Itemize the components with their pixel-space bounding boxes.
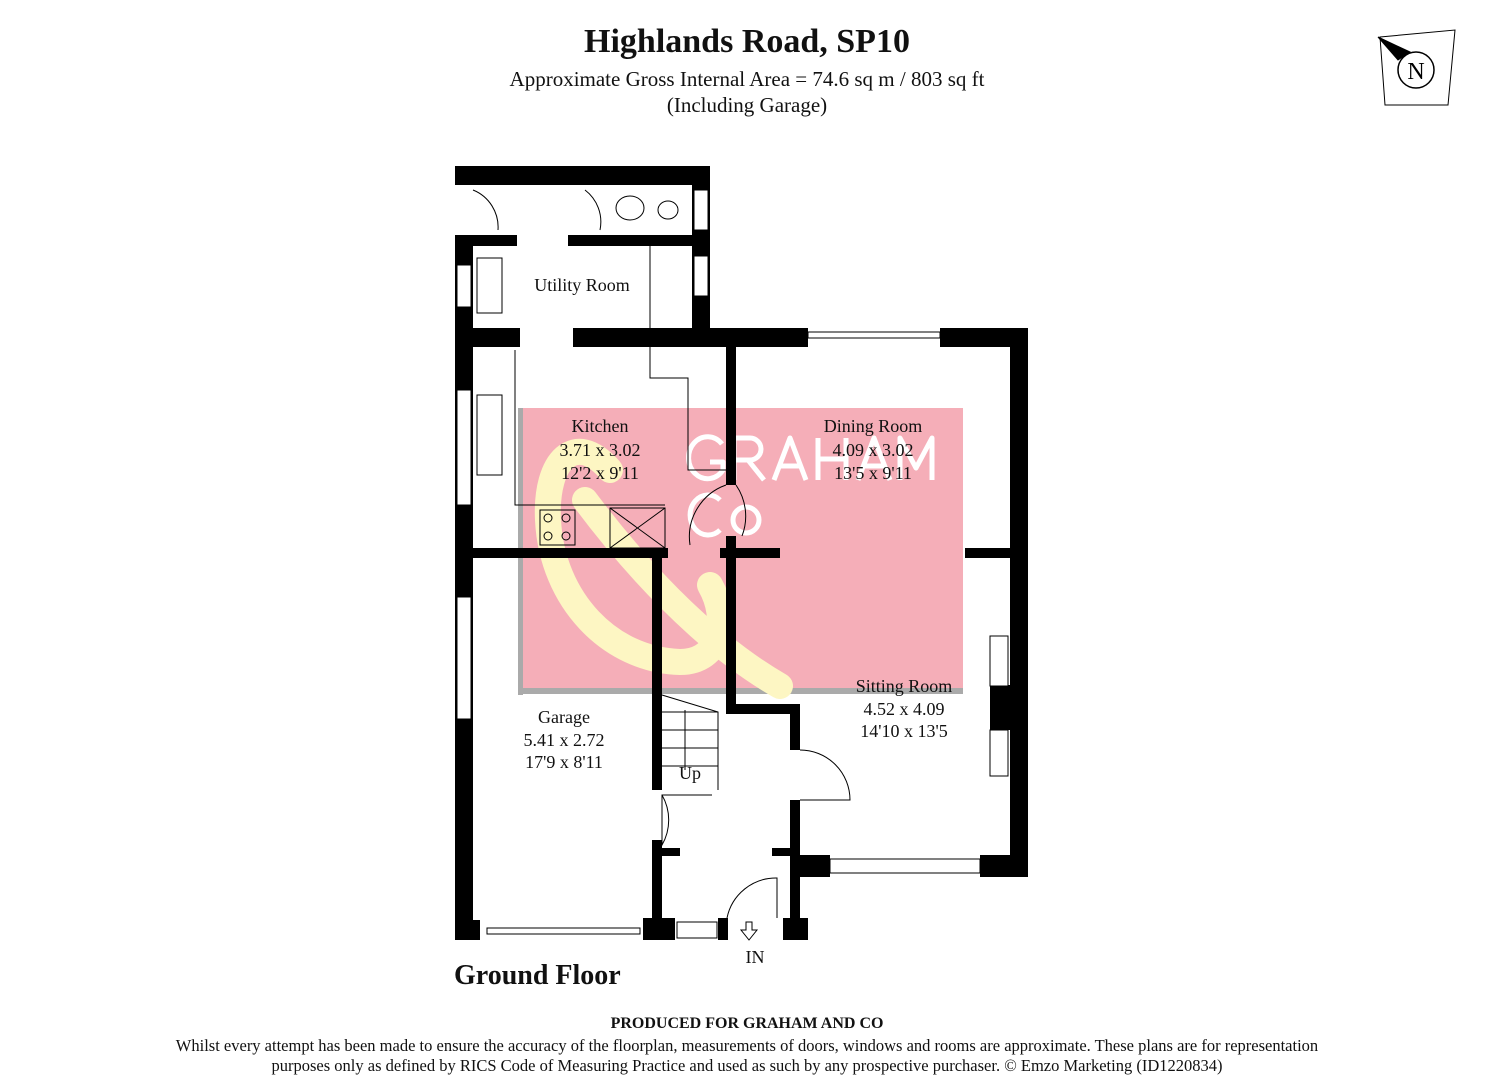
room-utility-name: Utility Room	[534, 275, 630, 295]
room-sitting-name: Sitting Room	[856, 676, 953, 696]
basin-icon	[615, 195, 645, 221]
watermark-co	[687, 492, 762, 538]
area-note: (Including Garage)	[666, 93, 828, 117]
watermark	[518, 408, 963, 699]
room-dining-name: Dining Room	[824, 416, 923, 436]
room-dining-metric: 4.09 x 3.02	[833, 440, 914, 460]
room-kitchen-imperial: 12'2 x 9'11	[561, 463, 639, 483]
room-dining-imperial: 13'5 x 9'11	[834, 463, 912, 483]
north-compass-icon: N	[1377, 29, 1456, 106]
watermark-ampersand	[534, 438, 793, 699]
room-sitting-imperial: 14'10 x 13'5	[860, 721, 948, 741]
entrance-label: IN	[746, 947, 765, 967]
toilet-icon	[657, 200, 679, 220]
room-garage-name: Garage	[538, 707, 590, 727]
windows	[456, 189, 1009, 939]
hob-icon	[539, 509, 576, 546]
fixtures	[472, 189, 851, 941]
room-garage-metric: 5.41 x 2.72	[524, 730, 605, 750]
room-kitchen-metric: 3.71 x 3.02	[560, 440, 641, 460]
stairs-label: Up	[679, 763, 701, 783]
room-sitting-metric: 4.52 x 4.09	[864, 699, 945, 719]
produced-for: PRODUCED FOR GRAHAM AND CO	[610, 1015, 884, 1032]
watermark-graham	[686, 434, 935, 482]
disclaimer-line-2: purposes only as defined by RICS Code of…	[271, 1056, 1223, 1075]
plan-title: Highlands Road, SP10	[584, 23, 910, 60]
disclaimer-line-1: Whilst every attempt has been made to en…	[175, 1036, 1319, 1055]
floor-label: Ground Floor	[454, 960, 621, 991]
room-garage-imperial: 17'9 x 8'11	[525, 752, 603, 772]
compass-label: N	[1407, 59, 1424, 85]
entrance-arrow-icon	[739, 921, 759, 941]
room-labels: Utility Room Kitchen 3.71 x 3.02 12'2 x …	[524, 275, 953, 967]
room-kitchen-name: Kitchen	[572, 416, 629, 436]
gross-area: Approximate Gross Internal Area = 74.6 s…	[509, 67, 985, 91]
